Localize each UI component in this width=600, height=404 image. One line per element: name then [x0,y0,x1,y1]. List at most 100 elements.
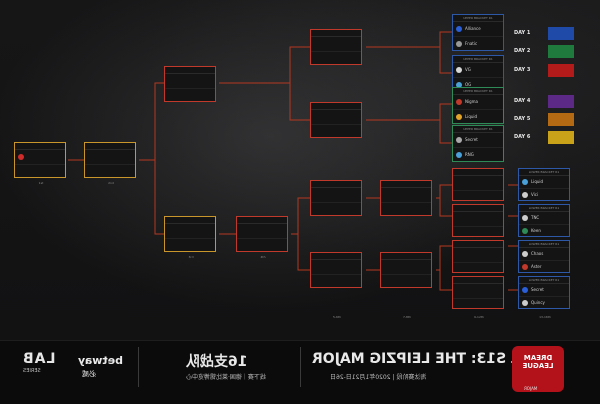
day-label: DAY 5 [514,116,531,122]
team-row [453,284,503,299]
team-logo-icon [522,300,528,306]
team-row: Aster [519,261,569,273]
team-logo-icon [456,137,462,143]
match-header: LOWER BRACKET R1 [519,205,569,212]
team-row: Nigma [453,95,503,110]
final-label: 2nd [108,181,114,185]
team-name: Quincy [531,300,545,305]
match-header: UPPER BRACKET R1 [453,56,503,63]
team-row: Liquid [519,176,569,189]
team-row: RNG [453,148,503,162]
team-logo-icon [522,264,528,270]
team-logo-icon [456,67,462,73]
team-name: VG [465,67,471,72]
team-name: Liquid [531,179,544,184]
team-logo-icon [456,152,462,158]
day-legend-5: DAY 5 [514,113,574,126]
team-name: Secret [531,287,544,292]
team-name: Liquid [465,114,478,119]
team-row: Keen [519,225,569,237]
match-header [453,205,503,212]
match-header [15,143,65,150]
match-header [453,169,503,176]
team-row [381,275,431,289]
team-row [311,52,361,66]
team-logo-icon [456,41,462,47]
divider [300,347,301,387]
team-row [453,299,503,313]
day-legend-3: DAY 3 [514,64,574,77]
match-header: UPPER BRACKET R1 [453,15,503,22]
team-row: Fnatic [453,37,503,51]
team-row [453,212,503,227]
day-swatch [548,27,574,40]
team-row [311,125,361,139]
dreamleague-logo-mark: MAJOR [524,386,538,391]
team-row: Liquid [453,110,503,124]
match-header: LOWER BRACKET R1 [519,169,569,176]
team-row [165,224,215,239]
lower-final-match [164,216,216,252]
day-legend-6: DAY 6 [514,131,574,144]
team-name: RNG [465,152,474,157]
team-logo-icon [456,82,462,88]
team-logo-icon [456,26,462,32]
upper-r2-match-1 [310,29,362,65]
lower-r4-match-2 [310,252,362,288]
lab-series-sub: SERIES [23,368,41,374]
side-subtitle: 线下赛｜德国·莱比锡博览中心 [186,374,266,381]
day-swatch [548,95,574,108]
team-row [381,203,431,217]
day-label: DAY 4 [514,98,531,104]
team-logo-icon [456,114,462,120]
match-header [311,181,361,188]
team-row [85,150,135,165]
dreamleague-logo: DREAM LEAGUE [512,346,564,392]
champion-label: 1st [38,181,44,185]
team-row [311,110,361,125]
team-row [237,224,287,239]
team-row [85,165,135,179]
betway-sub: 必威 [82,370,96,378]
match-header [453,241,503,248]
team-name: Nigma [465,99,478,104]
match-header: LOWER BRACKET R1 [519,277,569,284]
team-row [15,165,65,179]
lower-r5-match [236,216,288,252]
team-row [453,191,503,205]
match-header [381,181,431,188]
team-row [311,203,361,217]
bracket-connectors [68,31,518,291]
team-row [453,227,503,241]
team-row [311,275,361,289]
lower-r2-match-4 [452,276,504,309]
team-logo-icon [18,154,24,160]
lower-r2-match-2 [452,204,504,237]
match-header [85,143,135,150]
match-header [311,30,361,37]
team-logo-icon [522,215,528,221]
lb-r3-label: 7-8th [403,315,411,319]
team-name: Fnatic [465,41,478,46]
team-logo-icon [522,179,528,185]
match-header [453,277,503,284]
day-swatch [548,131,574,144]
lb-semis-label: 3rd [188,255,194,259]
match-header [165,67,215,74]
upper-r1-match-3: UPPER BRACKET R1 Nigma Liquid [452,87,504,124]
match-header: LOWER BRACKET R1 [519,241,569,248]
grand-final-match [84,142,136,178]
day-legend-1: DAY 1 [514,27,574,40]
team-row: Secret [453,133,503,148]
team-name: Keen [531,228,541,233]
team-row [15,150,65,165]
match-header [311,103,361,110]
team-name: Aster [531,264,542,269]
day-legend-2: DAY 2 [514,45,574,58]
upper-final-match [164,66,216,102]
lower-r1-match-1: LOWER BRACKET R1 Liquid Vici [518,168,570,201]
match-header [311,253,361,260]
team-row [165,239,215,253]
team-row [311,37,361,52]
match-header [381,253,431,260]
